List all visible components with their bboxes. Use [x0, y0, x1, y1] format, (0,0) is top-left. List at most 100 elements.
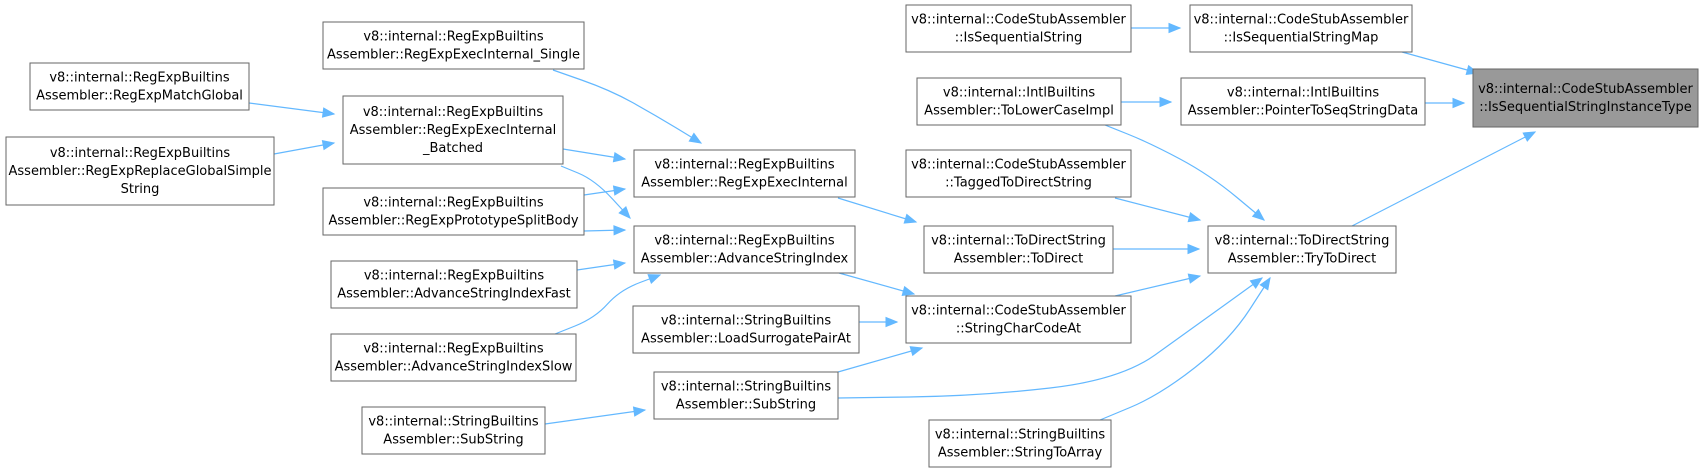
graph-node-n8[interactable]: v8::internal::CodeStubAssembler::StringC… [905, 295, 1132, 344]
node-label-line: ::IsSequentialString [955, 31, 1082, 46]
node-label-line: Assembler::RegExpPrototypeSplitBody [328, 214, 578, 229]
arrowhead-n20-to-n15 [321, 107, 336, 118]
graph-node-n0[interactable]: v8::internal::CodeStubAssembler::IsSeque… [1472, 68, 1699, 128]
edge-n1-to-n0 [1401, 51, 1479, 74]
arrowhead-n14-to-n11 [688, 132, 703, 144]
graph-node-n4[interactable]: v8::internal::IntlBuiltinsAssembler::ToL… [916, 77, 1122, 126]
edge-layer [248, 22, 1537, 425]
node-box[interactable] [361, 406, 546, 455]
graph-node-n3[interactable]: v8::internal::IntlBuiltinsAssembler::Poi… [1180, 77, 1426, 126]
node-box[interactable] [322, 187, 585, 236]
node-box[interactable] [632, 305, 860, 354]
edge-n12-to-n8 [838, 272, 915, 295]
graph-node-n16[interactable]: v8::internal::RegExpBuiltinsAssembler::R… [322, 187, 585, 236]
node-layer: v8::internal::CodeStubAssembler::IsSeque… [5, 4, 1699, 468]
node-box[interactable] [322, 21, 585, 70]
node-box[interactable] [923, 225, 1114, 274]
graph-node-n17[interactable]: v8::internal::RegExpBuiltinsAssembler::A… [330, 260, 578, 309]
edge-n10-to-n5 [837, 277, 1263, 399]
node-label-line: v8::internal::RegExpBuiltins [363, 196, 544, 211]
arrowhead-n10-to-n8 [909, 346, 924, 357]
node-label-line: v8::internal::StringBuiltins [661, 380, 831, 395]
node-label-line: Assembler::RegExpExecInternal [350, 123, 556, 138]
node-label-line: Assembler::AdvanceStringIndexFast [337, 287, 571, 302]
node-label-line: v8::internal::CodeStubAssembler [1194, 13, 1409, 28]
node-box[interactable] [905, 295, 1132, 344]
graph-node-n18[interactable]: v8::internal::RegExpBuiltinsAssembler::A… [330, 333, 577, 382]
arrowhead-n10-to-n5 [1249, 277, 1264, 289]
node-box[interactable] [330, 260, 578, 309]
graph-node-n10[interactable]: v8::internal::StringBuiltinsAssembler::S… [653, 371, 839, 420]
edge-n4-to-n5 [1104, 124, 1265, 221]
graph-node-n7[interactable]: v8::internal::ToDirectStringAssembler::T… [923, 225, 1114, 274]
node-label-line: Assembler::RegExpMatchGlobal [36, 89, 243, 104]
node-box[interactable] [1472, 68, 1699, 128]
node-label-line: v8::internal::RegExpBuiltins [363, 342, 544, 357]
arrowhead-n16-to-n12 [613, 225, 627, 236]
node-label-line: Assembler::SubString [676, 398, 816, 413]
edge-n10-to-n8 [837, 347, 923, 373]
node-box[interactable] [928, 419, 1112, 468]
node-box[interactable] [905, 149, 1132, 198]
graph-node-n19[interactable]: v8::internal::StringBuiltinsAssembler::S… [361, 406, 546, 455]
node-box[interactable] [29, 62, 250, 111]
node-label-line: v8::internal::CodeStubAssembler [911, 304, 1126, 319]
arrowhead-n4-to-n3 [1159, 96, 1173, 108]
node-label-line: Assembler::RegExpExecInternal [641, 176, 847, 191]
edge-n20-to-n15 [248, 102, 335, 115]
edge-n8-to-n5 [1114, 275, 1201, 297]
graph-node-n15[interactable]: v8::internal::RegExpBuiltinsAssembler::R… [342, 95, 564, 165]
graph-node-n20[interactable]: v8::internal::RegExpBuiltinsAssembler::R… [29, 62, 250, 111]
node-box[interactable] [342, 95, 564, 165]
node-label-line: v8::internal::RegExpBuiltins [654, 234, 835, 249]
graph-node-n1[interactable]: v8::internal::CodeStubAssembler::IsSeque… [1189, 4, 1413, 53]
edge-n6-to-n5 [1114, 197, 1201, 221]
node-label-line: Assembler::RegExpExecInternal_Single [327, 48, 580, 63]
node-box[interactable] [916, 77, 1122, 126]
graph-node-n12[interactable]: v8::internal::RegExpBuiltinsAssembler::A… [633, 225, 856, 274]
node-box[interactable] [633, 225, 856, 274]
node-box[interactable] [5, 136, 275, 206]
node-box[interactable] [330, 333, 577, 382]
arrowhead-n17-to-n12 [612, 259, 627, 270]
node-label-line: v8::internal::RegExpBuiltins [364, 269, 545, 284]
graph-node-n11[interactable]: v8::internal::RegExpBuiltinsAssembler::R… [633, 149, 856, 198]
graph-node-n9[interactable]: v8::internal::StringBuiltinsAssembler::S… [928, 419, 1112, 468]
arrowhead-n8-to-n5 [1187, 273, 1202, 284]
node-box[interactable] [1180, 77, 1426, 126]
node-label-line: v8::internal::RegExpBuiltins [363, 30, 544, 45]
node-box[interactable] [1207, 225, 1397, 274]
arrowhead-n12-to-n8 [901, 285, 916, 296]
graph-node-n13[interactable]: v8::internal::StringBuiltinsAssembler::L… [632, 305, 860, 354]
node-label-line: Assembler::LoadSurrogatePairAt [641, 332, 851, 347]
arrowhead-n13-to-n8 [885, 316, 899, 328]
node-label-line: Assembler::SubString [383, 433, 523, 448]
edge-n15-to-n12 [560, 165, 631, 219]
node-box[interactable] [653, 371, 839, 420]
arrowhead-n21-to-n15 [321, 139, 336, 151]
node-label-line: v8::internal::CodeStubAssembler [911, 13, 1126, 28]
graph-node-n5[interactable]: v8::internal::ToDirectStringAssembler::T… [1207, 225, 1397, 274]
graph-node-n14[interactable]: v8::internal::RegExpBuiltinsAssembler::R… [322, 21, 585, 70]
node-label-line: ::StringCharCodeAt [956, 322, 1081, 337]
arrowhead-n5-to-n0 [1522, 131, 1537, 142]
node-label-line: Assembler::ToDirect [954, 252, 1083, 267]
graph-node-n6[interactable]: v8::internal::CodeStubAssembler::TaggedT… [905, 149, 1132, 198]
node-label-line: Assembler::TryToDirect [1228, 252, 1377, 267]
arrowhead-n15-to-n11 [612, 151, 627, 163]
arrowhead-n19-to-n10 [632, 406, 647, 417]
node-label-line: v8::internal::CodeStubAssembler [911, 158, 1126, 173]
arrowhead-n16-to-n11 [612, 185, 627, 196]
graph-node-n2[interactable]: v8::internal::CodeStubAssembler::IsSeque… [905, 4, 1132, 53]
node-box[interactable] [905, 4, 1132, 53]
edge-n18-to-n12 [554, 274, 661, 335]
graph-node-n21[interactable]: v8::internal::RegExpBuiltinsAssembler::R… [5, 136, 275, 206]
edge-n11-to-n7 [837, 197, 917, 223]
node-label-line: v8::internal::CodeStubAssembler [1478, 82, 1693, 97]
node-label-line: _Batched [422, 141, 483, 156]
node-box[interactable] [1189, 4, 1413, 53]
node-label-line: Assembler::AdvanceStringIndex [641, 252, 849, 267]
node-box[interactable] [633, 149, 856, 198]
node-label-line: ::IsSequentialStringInstanceType [1479, 100, 1692, 115]
node-label-line: v8::internal::RegExpBuiltins [363, 105, 544, 120]
